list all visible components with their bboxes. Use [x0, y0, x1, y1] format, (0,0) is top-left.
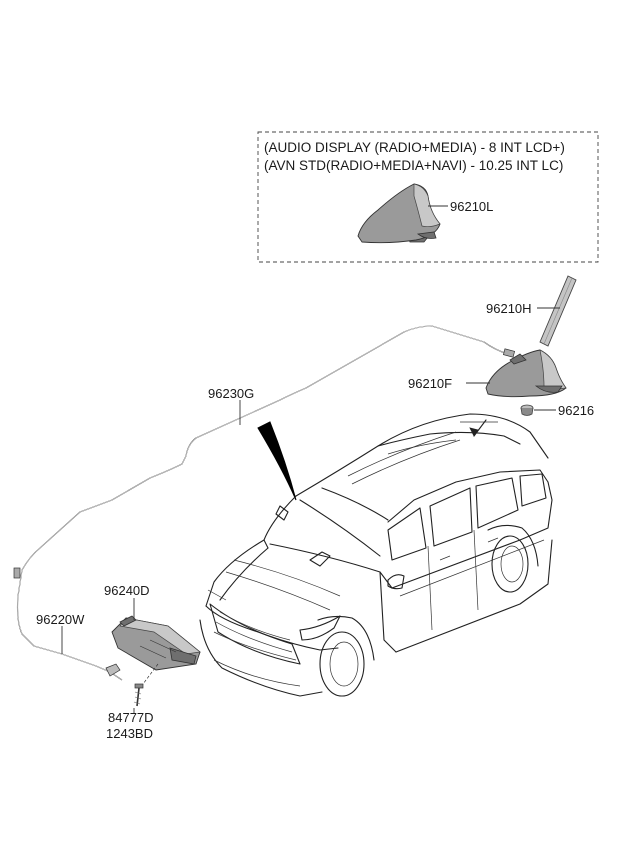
- vehicle-illustration: [199, 413, 553, 697]
- label-96210L[interactable]: 96210L: [450, 199, 493, 214]
- label-96220W[interactable]: 96220W: [36, 612, 85, 627]
- label-96230G[interactable]: 96230G: [208, 386, 254, 401]
- roof-antenna-96210F[interactable]: [485, 349, 567, 398]
- screw-84777D[interactable]: [133, 683, 144, 707]
- option-box-line2: (AVN STD(RADIO+MEDIA+NAVI) - 10.25 INT L…: [264, 158, 563, 173]
- shark-fin-antenna-96210L[interactable]: [357, 183, 441, 244]
- feeder-cable-96230G[interactable]: [13, 325, 516, 681]
- antenna-module-96240D[interactable]: [111, 615, 201, 671]
- label-96210H[interactable]: 96210H: [486, 301, 532, 316]
- option-box: (AUDIO DISPLAY (RADIO+MEDIA) - 8 INT LCD…: [257, 131, 599, 263]
- label-1243BD[interactable]: 1243BD: [106, 726, 153, 741]
- label-96216[interactable]: 96216: [558, 403, 594, 418]
- grommet-96216[interactable]: [520, 404, 534, 416]
- option-box-line1: (AUDIO DISPLAY (RADIO+MEDIA) - 8 INT LCD…: [264, 140, 565, 155]
- cable-clip[interactable]: [105, 663, 121, 677]
- option-box-border: [257, 131, 599, 263]
- label-96240D[interactable]: 96240D: [104, 583, 150, 598]
- label-84777D[interactable]: 84777D: [108, 710, 154, 725]
- location-pointer-arrow: [257, 421, 297, 501]
- label-96210F[interactable]: 96210F: [408, 376, 452, 391]
- rod-antenna-96210H[interactable]: [539, 275, 577, 347]
